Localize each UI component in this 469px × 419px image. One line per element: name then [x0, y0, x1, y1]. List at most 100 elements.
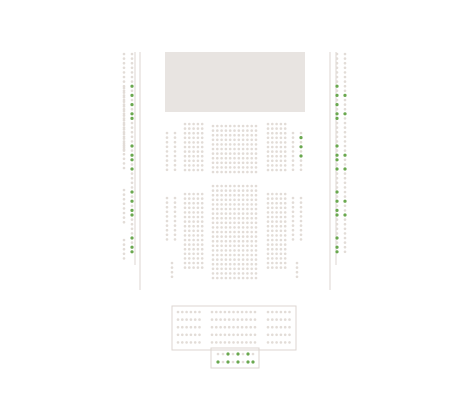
seat-orchestra-right — [271, 136, 274, 140]
seat-available-side-box-left[interactable] — [130, 153, 134, 157]
seat-available-side-box-left[interactable] — [130, 112, 134, 116]
seat-available-front-box[interactable] — [246, 352, 250, 356]
seat-side-box-right — [343, 250, 347, 254]
seat-available-side-box-left[interactable] — [130, 190, 134, 194]
seat-side-box-left — [130, 181, 134, 185]
seat-available-side-box-right[interactable] — [335, 245, 339, 249]
seat-rear-center — [220, 189, 223, 192]
seat-available-front-box[interactable] — [226, 352, 230, 356]
seat-available-side-box-left[interactable] — [130, 144, 134, 148]
seat-available-side-box-right[interactable] — [335, 84, 339, 88]
seat-orchestra-center — [211, 170, 215, 174]
seat-rear-center — [228, 244, 232, 248]
seat-balcony-center — [253, 318, 257, 321]
seat-rear-right — [266, 215, 270, 219]
seat-available-side-box-right[interactable] — [335, 208, 339, 212]
seat-orchestra-left — [183, 127, 187, 130]
seat-available-side-box-left[interactable] — [130, 250, 134, 254]
seat-available-side-box-left[interactable] — [130, 103, 134, 107]
seat-rear-center — [216, 253, 219, 257]
seat-available-side-box-left[interactable] — [130, 84, 134, 88]
seat-rear-right — [271, 261, 274, 265]
seat-orchestra-center — [250, 129, 253, 132]
seat-available-side-box-left[interactable] — [130, 208, 134, 212]
seat-available-side-box-right[interactable] — [343, 153, 347, 157]
seat-rear-left — [200, 247, 204, 251]
seat-side-box-right — [343, 172, 347, 175]
seat-rear-center — [220, 244, 223, 248]
seat-available-side-box-left[interactable] — [130, 116, 134, 120]
seat-rear-center — [233, 212, 236, 215]
seat-balcony-center — [253, 310, 257, 314]
seat-available-side-box-left[interactable] — [130, 158, 134, 162]
seat-available-side-box-right[interactable] — [335, 158, 339, 162]
seat-available-orchestra-right-wing[interactable] — [299, 145, 303, 149]
seat-available-side-box-right[interactable] — [335, 199, 339, 203]
seat-available-side-box-right[interactable] — [335, 116, 339, 120]
seat-rear-right — [279, 215, 283, 219]
seat-available-side-box-right[interactable] — [335, 93, 339, 97]
seat-rear-center — [254, 276, 258, 280]
seat-available-side-box-right[interactable] — [335, 112, 339, 116]
seat-rear-center — [228, 249, 232, 252]
seat-side-box-left — [122, 202, 126, 206]
seat-available-side-box-right[interactable] — [335, 167, 339, 171]
seat-balcony-center — [215, 318, 218, 321]
seat-available-side-box-right[interactable] — [335, 103, 339, 107]
seat-rear-center — [216, 221, 219, 225]
seat-available-front-box[interactable] — [246, 360, 250, 364]
seat-available-side-box-right[interactable] — [335, 213, 339, 217]
seat-side-box-left — [122, 75, 126, 79]
seat-rear-center — [250, 207, 253, 211]
seat-side-box-right — [335, 75, 339, 79]
seat-available-side-box-left[interactable] — [130, 93, 134, 97]
seat-available-side-box-right[interactable] — [343, 167, 347, 171]
seat-side-box-left — [130, 89, 134, 93]
seat-available-front-box[interactable] — [251, 360, 255, 364]
seat-available-side-box-left[interactable] — [130, 199, 134, 203]
seat-balcony-center — [245, 341, 248, 344]
seat-available-front-box[interactable] — [226, 360, 230, 364]
seat-available-side-box-left[interactable] — [130, 245, 134, 249]
seat-available-front-box[interactable] — [236, 360, 240, 364]
seat-available-side-box-right[interactable] — [335, 153, 339, 157]
seat-rear-right — [275, 234, 278, 237]
seat-orchestra-center — [216, 133, 219, 137]
seat-rear-right-wing — [291, 205, 295, 209]
seat-available-side-box-right[interactable] — [343, 199, 347, 203]
seat-rear-center — [233, 193, 236, 197]
seat-available-front-box[interactable] — [236, 352, 240, 356]
seat-available-orchestra-right-wing[interactable] — [299, 136, 303, 140]
seat-rear-center — [246, 272, 249, 275]
seat-available-side-box-left[interactable] — [130, 236, 134, 240]
seat-orchestra-left-wing — [173, 168, 177, 172]
seat-available-orchestra-right-wing[interactable] — [299, 154, 303, 158]
seat-balcony-center — [232, 325, 235, 329]
seat-side-box-right — [343, 209, 347, 212]
seat-rear-center — [224, 216, 228, 220]
seat-side-box-right — [343, 75, 347, 79]
seat-side-box-left — [130, 107, 134, 111]
seat-available-side-box-right[interactable] — [343, 93, 347, 97]
seat-available-side-box-left[interactable] — [130, 213, 134, 217]
seat-orchestra-left — [196, 164, 200, 167]
seat-balcony-left — [185, 310, 188, 314]
seat-side-box-left — [130, 80, 134, 83]
seat-rear-right — [283, 197, 287, 200]
seat-available-front-box[interactable] — [216, 360, 220, 364]
seat-rear-center — [237, 221, 241, 225]
seat-available-side-box-left[interactable] — [130, 167, 134, 171]
seat-available-side-box-right[interactable] — [335, 144, 339, 148]
seat-available-side-box-right[interactable] — [343, 213, 347, 217]
seat-orchestra-right — [266, 154, 270, 158]
seat-orchestra-center — [228, 147, 232, 151]
seat-rear-left — [196, 243, 200, 246]
seat-available-side-box-right[interactable] — [335, 190, 339, 194]
seat-rear-center — [250, 193, 253, 197]
seat-available-side-box-right[interactable] — [335, 250, 339, 254]
seat-rear-center — [237, 253, 241, 257]
seat-available-side-box-right[interactable] — [343, 112, 347, 116]
seat-available-side-box-right[interactable] — [335, 236, 339, 240]
seat-rear-left — [188, 192, 191, 196]
seat-orchestra-right — [283, 164, 287, 167]
